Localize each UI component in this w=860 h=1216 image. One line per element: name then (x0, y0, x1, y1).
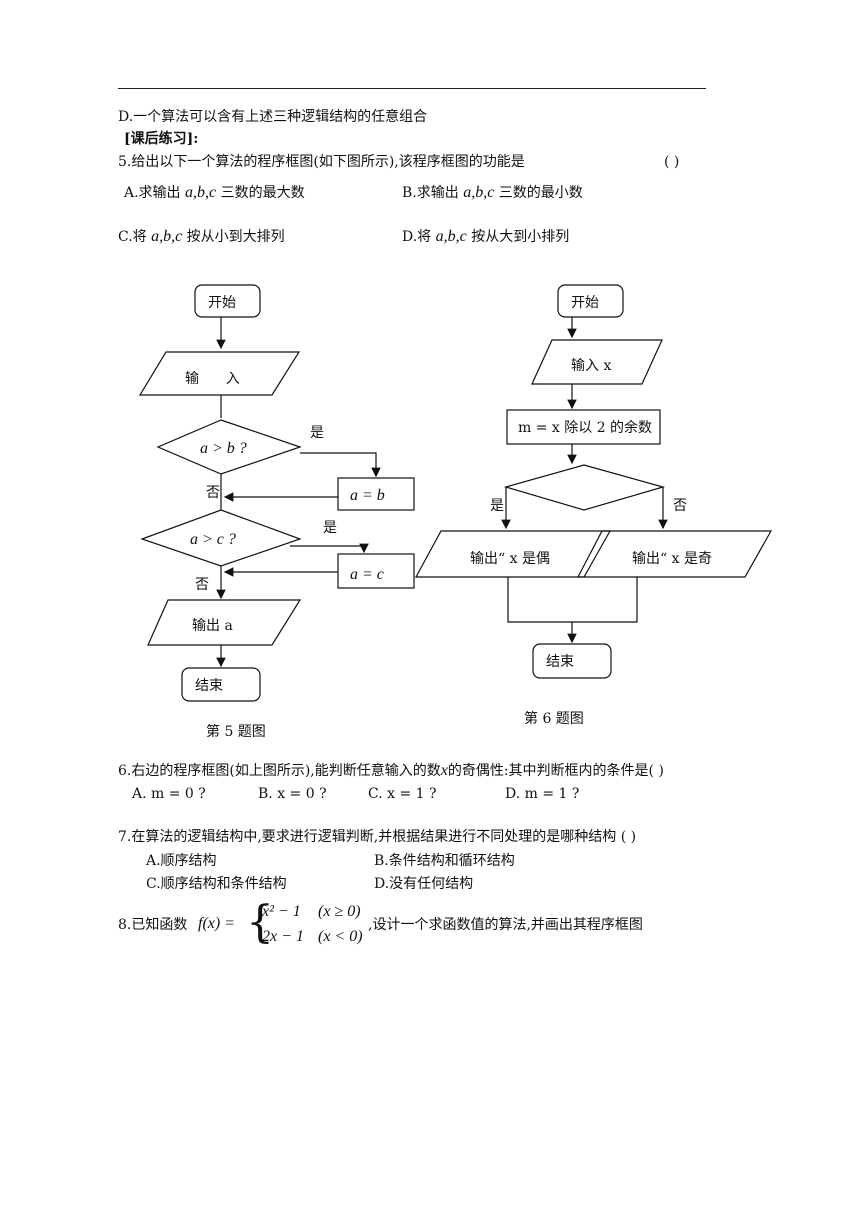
q7-option-a: A.顺序结构 (146, 853, 217, 869)
fc5-yes1-label: 是 (310, 425, 324, 441)
flowcharts: 开始 输 入 a > b ? 是 a = b 否 a > c ? 是 a = c… (138, 284, 773, 740)
fc5-assign-1-box (337, 477, 415, 511)
fc5-yes2-label: 是 (323, 520, 337, 536)
fc5-start-box (194, 284, 261, 318)
fc5-assign-2-box (337, 553, 415, 589)
fc6-input-label: 输入 x (571, 358, 611, 374)
q6-option-a: A. m = 0 ? (132, 786, 206, 802)
q8-cond2: (x < 0) (318, 928, 363, 945)
fc5-input-label: 输 入 (185, 371, 240, 387)
fc5-end-label: 结束 (195, 678, 223, 694)
q8-cond1: (x ≥ 0) (318, 903, 361, 920)
fc6-no-label: 否 (673, 498, 687, 514)
fc6-decision (503, 464, 666, 511)
flowchart-5-labels: 开始 输 入 a > b ? 是 a = b 否 a > c ? 是 a = c… (185, 295, 385, 740)
fc6-input-parallelogram (531, 339, 663, 385)
fc5-no2-label: 否 (195, 577, 209, 593)
fc5-output-parallelogram (147, 599, 302, 646)
fc6-start-label: 开始 (571, 295, 599, 311)
q7-stem: 7.在算法的逻辑结构中,要求进行逻辑判断,并根据结果进行不同处理的是哪种结构 (… (118, 829, 637, 845)
fc5-input-parallelogram (138, 351, 301, 396)
fc6-out-odd-label: 输出“ x 是奇 (632, 550, 712, 567)
fc5-cond2-label: a > c ? (190, 531, 236, 548)
q5-stem: 5.给出以下一个算法的程序框图(如下图所示),该程序框图的功能是 (118, 154, 525, 170)
q7-option-b: B.条件结构和循环结构 (374, 853, 515, 869)
fc6-calc-box (506, 409, 661, 445)
fc5-no1-label: 否 (206, 485, 220, 501)
q5-option-a: A.求输出 a,b,c 三数的最大数 (124, 184, 305, 201)
fc5-cond1-label: a > b ? (200, 440, 247, 457)
fc6-output-odd (577, 530, 773, 578)
fc6-start-box (557, 284, 624, 318)
fc5-assign2-label: a = c (350, 566, 384, 583)
q8-brace: { (246, 897, 274, 948)
q8-case1: x² − 1 (262, 903, 301, 920)
q5-option-c: C.将 a,b,c 按从小到大排列 (118, 228, 285, 245)
fc5-start-label: 开始 (208, 295, 236, 311)
flowchart-6-labels: 开始 输入 x m = x 除以 2 的余数 是 否 输出“ x 是偶 输出“ … (470, 295, 712, 727)
q6-option-d: D. m = 1 ? (505, 786, 580, 802)
fc5-end-box (181, 667, 261, 702)
flowchart-5 (138, 284, 415, 702)
q8-case2: 2x − 1 (262, 928, 304, 945)
fc5-assign1-label: a = b (350, 487, 385, 504)
fc5-caption: 第 5 题图 (206, 723, 266, 740)
q5-option-b: B.求输出 a,b,c 三数的最小数 (402, 184, 583, 201)
q8-post: ,设计一个求函数值的算法,并画出其程序框图 (368, 917, 643, 933)
q5-answer-paren: ( ) (664, 154, 680, 170)
fc6-calc-label: m = x 除以 2 的余数 (518, 419, 652, 436)
q8-func: f(x) = (198, 915, 235, 932)
flowchart-6 (414, 284, 773, 679)
option-d-prev: D.一个算法可以含有上述三种逻辑结构的任意组合 (118, 109, 428, 125)
fc5-output-label: 输出 a (192, 618, 233, 634)
fc6-out-even-label: 输出“ x 是偶 (470, 551, 550, 567)
q5-option-d: D.将 a,b,c 按从大到小排列 (402, 228, 570, 245)
q7-option-c: C.顺序结构和条件结构 (146, 876, 287, 892)
q6-option-b: B. x = 0 ? (258, 786, 327, 802)
q6-stem: 6.右边的程序框图(如上图所示),能判断任意输入的数x的奇偶性:其中判断框内的条… (118, 762, 664, 779)
header-rule (118, 88, 706, 89)
q8-pre: 8.已知函数 (118, 917, 188, 933)
q7-option-d: D.没有任何结构 (374, 876, 474, 892)
fc6-end-box (532, 643, 612, 679)
fc6-end-label: 结束 (546, 654, 574, 670)
q6-option-c: C. x = 1 ? (368, 786, 437, 802)
section-heading: [课后练习]: (124, 131, 199, 147)
fc6-caption: 第 6 题图 (524, 710, 584, 727)
fc6-yes-label: 是 (490, 498, 504, 514)
